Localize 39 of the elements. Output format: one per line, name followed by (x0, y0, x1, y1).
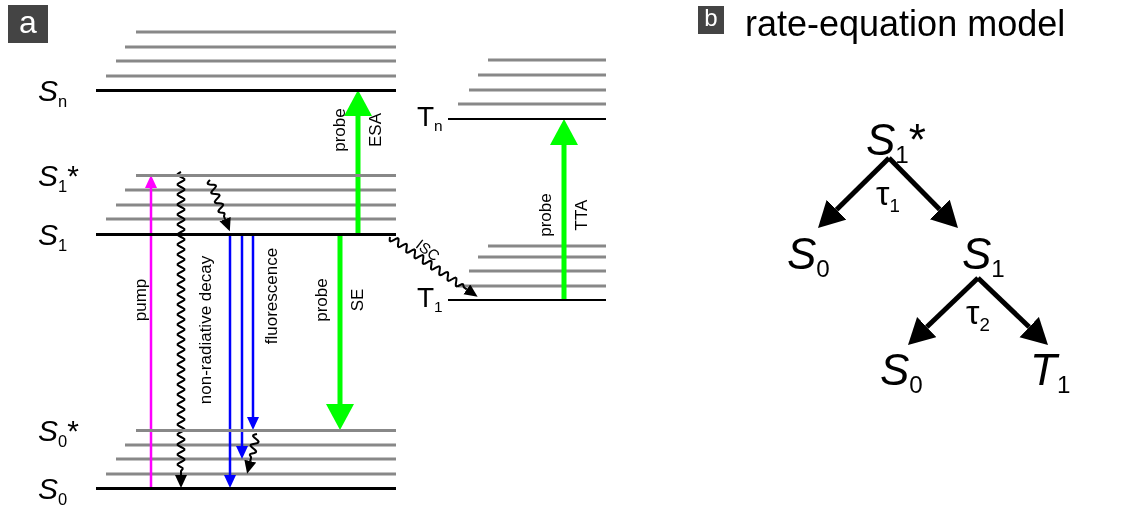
state-label: S$_{0}$* (38, 416, 79, 450)
state-label: S$_{1}$ (38, 220, 68, 254)
arrow (247, 234, 259, 430)
arrow (976, 276, 1048, 345)
state-label: S$_{0}$ (38, 474, 68, 508)
wavy-arrow (244, 433, 260, 474)
rate-constant: τ$_{1}$ (876, 176, 900, 216)
arrow (908, 276, 980, 345)
arrow (224, 234, 236, 488)
edge-label: non-radiative decay (196, 255, 214, 405)
state-label: T$_{1}$ (1030, 348, 1071, 398)
edge-label: probe ESA (329, 108, 386, 152)
state-label: S$_{n}$ (38, 76, 68, 110)
panel-letter: a (8, 5, 48, 43)
state-label: T$_{n}$ (417, 103, 443, 134)
panel-title: rate-equation model (745, 2, 1066, 46)
arrow (326, 234, 354, 430)
arrow (818, 156, 891, 228)
arrow (145, 175, 157, 488)
wavy-arrow (206, 179, 231, 232)
wavy-arrow (388, 236, 478, 297)
edge-label: fluorescence (262, 247, 280, 345)
arrow (236, 234, 248, 459)
edge-label: probe TTA (535, 193, 592, 237)
state-label: S$_{0}$ (787, 232, 830, 282)
arrow (344, 90, 372, 234)
state-label: S$_{1}$ (962, 232, 1005, 282)
arrow (550, 119, 578, 300)
state-label: S$_{1}$* (866, 118, 926, 168)
rate-constant: τ$_{2}$ (966, 295, 990, 335)
state-label: S$_{0}$ (880, 348, 923, 398)
state-label: T$_{1}$ (417, 284, 443, 315)
state-label: S$_{1}$* (38, 161, 79, 195)
arrow (887, 156, 958, 228)
edge-label: pump (131, 278, 149, 322)
panel-letter: b (698, 6, 724, 34)
edge-label: probe SE (311, 278, 368, 322)
edge-label: ISC (413, 236, 443, 264)
wavy-arrow (175, 171, 187, 488)
